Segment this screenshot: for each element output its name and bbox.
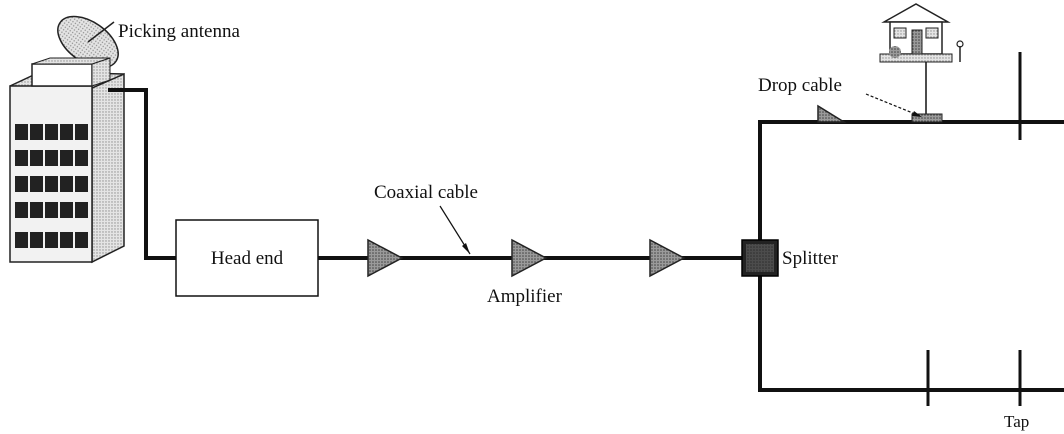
house-icon xyxy=(879,3,964,63)
building-icon xyxy=(9,57,125,264)
coaxial-cable-pointer xyxy=(439,205,471,255)
picking-antenna-label: Picking antenna xyxy=(118,21,240,42)
amplifier-icon xyxy=(367,238,404,278)
head-end-box xyxy=(175,219,319,297)
head-end-label: Head end xyxy=(211,248,284,269)
tap-label: Tap xyxy=(1004,412,1029,431)
drop-cable-label: Drop cable xyxy=(758,75,842,96)
tap-lines xyxy=(926,52,1022,406)
amplifier-label: Amplifier xyxy=(487,286,563,307)
amplifier-icon xyxy=(817,104,847,123)
drop-cable-pointer xyxy=(865,93,922,117)
splitter-icon xyxy=(741,239,779,277)
amplifier-icon xyxy=(649,238,686,278)
coaxial-cable-label: Coaxial cable xyxy=(374,182,478,203)
drop-cable-tap-box xyxy=(911,113,943,123)
amplifier-icon xyxy=(511,238,548,278)
splitter-label: Splitter xyxy=(782,248,839,269)
